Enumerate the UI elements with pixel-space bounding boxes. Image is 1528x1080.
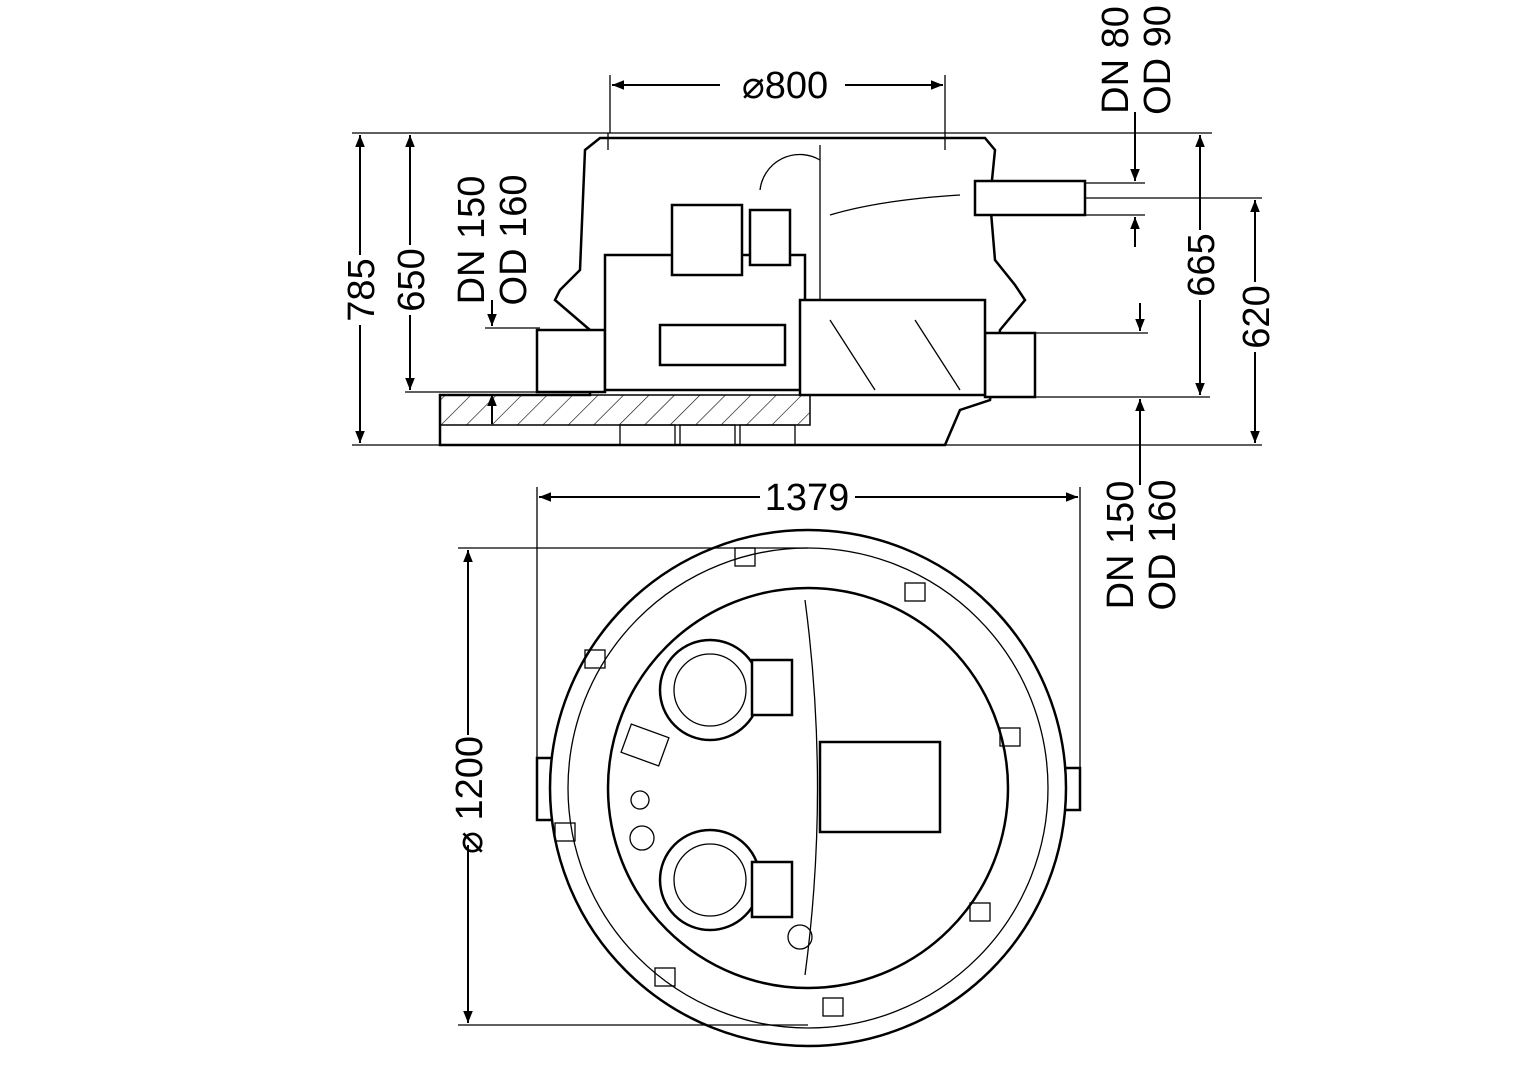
- outlet-height-label: 665: [1181, 233, 1223, 296]
- inlet-pipe-right: [983, 331, 1037, 399]
- pump-housing: [603, 253, 807, 392]
- tank-base-hatch: [439, 394, 811, 426]
- cover-diameter-label: ⌀800: [742, 65, 828, 107]
- pump-top: [658, 638, 762, 742]
- pump-bottom: [658, 828, 762, 932]
- check-valve-bottom: [750, 860, 794, 919]
- pressure-hose-line: [829, 194, 961, 216]
- base-foot: [679, 424, 736, 446]
- inlet-left-dn-label: DN 150: [451, 176, 493, 305]
- port: [629, 825, 655, 851]
- valve-block: [818, 740, 942, 834]
- control-unit: [670, 203, 744, 277]
- inlet-height-label: 650: [391, 248, 433, 311]
- base-foot: [739, 424, 796, 446]
- outlet-dn-label: DN 80: [1095, 6, 1137, 114]
- port-cap: [630, 790, 650, 810]
- flap-valves: [829, 319, 961, 391]
- outlet-od-label: OD 90: [1137, 5, 1179, 115]
- base-foot: [619, 424, 676, 446]
- dimension-diameter-800: ⌀800: [609, 65, 946, 133]
- valve-chamber: [798, 298, 987, 397]
- inlet-right-od-label: OD 160: [1142, 480, 1184, 611]
- elevation-view: [352, 132, 1262, 447]
- dimension-inlet-left: DN 150 OD 160: [451, 175, 535, 424]
- label-plate: [620, 723, 670, 767]
- dimension-inlet-right: DN 150 OD 160: [1100, 303, 1184, 610]
- overall-width-label: 1379: [765, 477, 850, 519]
- dimension-650: 650: [391, 135, 433, 390]
- vent-port: [787, 924, 813, 950]
- dimension-785: 785: [341, 135, 383, 443]
- rim-lugs: [554, 547, 1021, 1017]
- dimension-665: 665: [1181, 135, 1223, 395]
- pump-bottom: [658, 323, 787, 367]
- dimension-outlet-dn80: DN 80 OD 90: [1095, 5, 1179, 247]
- inlet-right-dn-label: DN 150: [1100, 481, 1142, 610]
- plan-view: [535, 528, 1082, 1048]
- divider-wall: [804, 599, 819, 976]
- inlet-right-height-label: 620: [1236, 285, 1278, 348]
- dimension-620: 620: [1236, 200, 1278, 443]
- dimension-1379: 1379: [536, 477, 1081, 768]
- inlet-left-od-label: OD 160: [493, 175, 535, 306]
- pressure-outlet-pipe: [973, 179, 1087, 217]
- dimension-diameter-1200: ⌀ 1200: [449, 547, 808, 1026]
- check-valve: [748, 208, 792, 267]
- tank-diameter-label: ⌀ 1200: [449, 736, 491, 854]
- inlet-pipe-left: [535, 328, 607, 394]
- float-arc: [759, 153, 821, 191]
- total-height-label: 785: [341, 258, 383, 321]
- check-valve-top: [750, 658, 794, 717]
